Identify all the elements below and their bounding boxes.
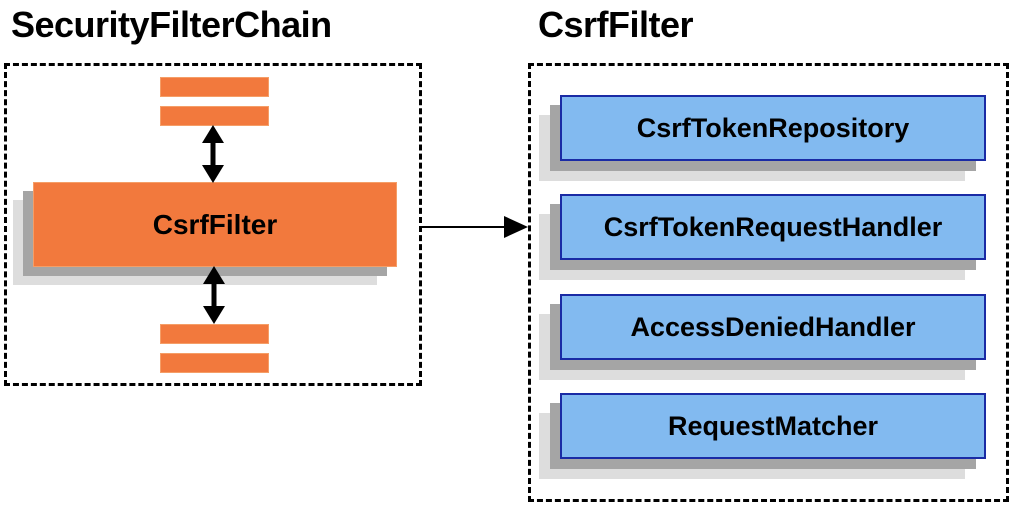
component-box-request-matcher: RequestMatcher [560, 393, 986, 459]
filter-chain-bar [160, 106, 269, 126]
filter-chain-bar [160, 77, 269, 97]
connector-arrow-icon [422, 216, 528, 238]
security-filter-chain-container: CsrfFilter [4, 63, 422, 386]
component-label: AccessDeniedHandler [630, 311, 916, 342]
component-label: RequestMatcher [667, 410, 879, 441]
csrf-filter-box-label: CsrfFilter [152, 208, 278, 240]
csrf-filter-box: CsrfFilter [33, 182, 397, 267]
component-box-csrf-token-repository: CsrfTokenRepository [560, 95, 986, 161]
component-label: CsrfTokenRequestHandler [603, 211, 943, 242]
component-box-access-denied-handler: AccessDeniedHandler [560, 294, 986, 360]
csrf-filter-components-container: CsrfTokenRepository CsrfTokenRequestHand… [528, 63, 1009, 502]
component-label: CsrfTokenRepository [636, 112, 910, 143]
component-box-csrf-token-request-handler: CsrfTokenRequestHandler [560, 194, 986, 260]
double-arrow-icon [203, 266, 225, 324]
security-filter-chain-title: SecurityFilterChain [11, 4, 332, 45]
filter-chain-bar [160, 324, 269, 344]
double-arrow-icon [202, 125, 224, 183]
csrf-filter-title: CsrfFilter [538, 4, 694, 45]
filter-chain-bar [160, 353, 269, 373]
